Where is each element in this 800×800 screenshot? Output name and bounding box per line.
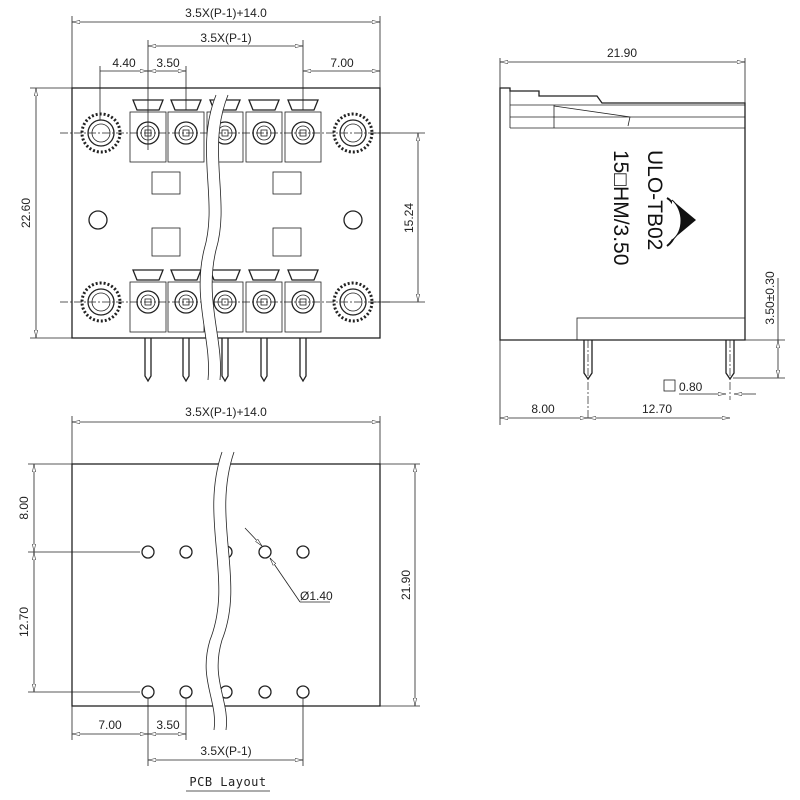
pcb-layout-title: PCB Layout [189, 775, 266, 789]
dim-pin-length: 3.50±0.30 [763, 271, 777, 325]
dim-flange-offset: 4.40 [112, 56, 136, 70]
model-label: ULO-TB02 [643, 150, 666, 250]
dim-row-spacing: 15.24 [402, 203, 416, 233]
break-mark [200, 92, 228, 381]
square-pin-icon [663, 379, 676, 392]
mounting-flange-screws [60, 112, 392, 323]
dim-pin-size: 0.80 [679, 380, 703, 394]
dim-pitch: 3.50 [156, 56, 180, 70]
pcb-dim-end-offset: 7.00 [98, 718, 122, 732]
dim-height: 22.60 [19, 198, 33, 228]
dim-pitch-span: 3.5X(P-1) [200, 31, 251, 45]
pcb-dim-overall-width: 3.5X(P-1)+14.0 [185, 405, 267, 419]
pcb-dim-pitch: 3.50 [156, 718, 180, 732]
pcb-dim-row-distance: 12.70 [17, 607, 31, 637]
top-body-outline [71, 87, 381, 339]
top-view: 3.5X(P-1)+14.0 3.5X(P-1) 4.40 3.50 7.00 … [19, 6, 425, 383]
pcb-dim-hole-diameter: Ø1.40 [300, 589, 333, 603]
pcb-dim-first-row: 8.00 [17, 496, 31, 520]
rating-label: 15□HM/3.50 [609, 150, 632, 265]
dim-overall-width: 3.5X(P-1)+14.0 [185, 6, 267, 20]
side-view: 21.90 ULO-TB02 15□HM/3.50 3.50±0.30 0.80 [499, 46, 785, 425]
dim-row-distance: 12.70 [642, 402, 672, 416]
pcb-dim-pitch-span: 3.5X(P-1) [200, 744, 251, 758]
pcb-layout-view: 3.5X(P-1)+14.0 21.90 8.00 12.70 Ø1.40 7.… [17, 405, 420, 792]
dim-end-offset: 7.00 [330, 56, 354, 70]
dim-front-offset: 8.00 [531, 402, 555, 416]
brand-logo-icon [666, 197, 696, 247]
terminal-positions [129, 99, 322, 383]
pcb-dim-depth: 21.90 [399, 570, 413, 600]
dim-depth: 21.90 [607, 46, 637, 60]
